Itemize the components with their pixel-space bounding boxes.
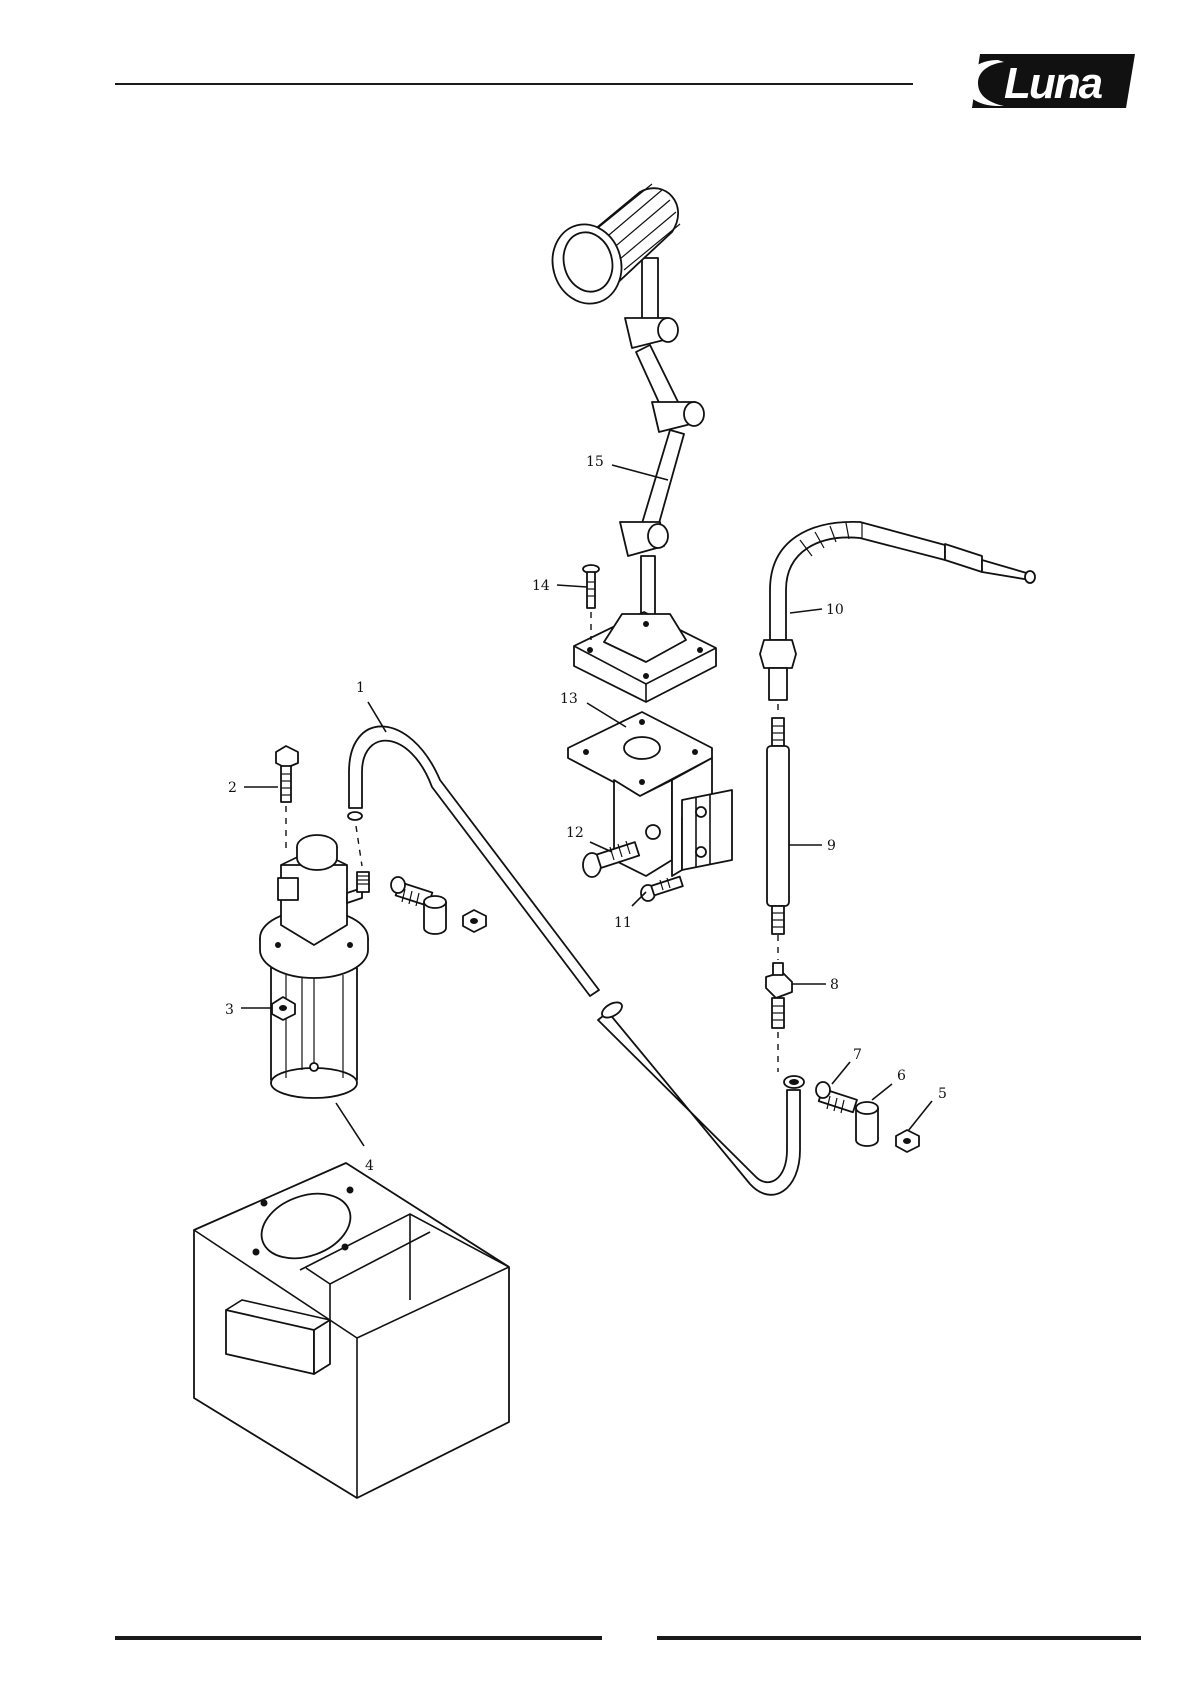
label-5: 5 [938,1086,947,1102]
machine-lamp [544,184,716,702]
label-15: 15 [586,454,604,470]
coolant-tank [194,1163,509,1498]
bolt-2 [276,746,298,848]
fitting-8 [766,935,792,1072]
hose-pipe [348,726,804,1194]
label-11: 11 [614,915,632,931]
label-8: 8 [830,977,839,993]
label-6: 6 [897,1068,906,1084]
fitting-set-bottom [816,1082,919,1152]
label-14: 14 [532,578,550,594]
spacer-rod-9 [767,680,789,934]
label-4: 4 [365,1158,374,1174]
label-3: 3 [225,1002,234,1018]
label-9: 9 [827,838,836,854]
coolant-pump [260,835,369,1098]
screw-11 [641,877,683,901]
pump-fitting-set [391,877,486,934]
label-12: 12 [566,825,584,841]
label-13: 13 [560,691,578,707]
label-2: 2 [228,780,237,796]
mounting-bracket [568,712,732,876]
label-1: 1 [356,680,365,696]
screw-14 [583,565,599,640]
label-10: 10 [826,602,844,618]
screw-12 [583,841,639,877]
label-7: 7 [853,1047,862,1063]
